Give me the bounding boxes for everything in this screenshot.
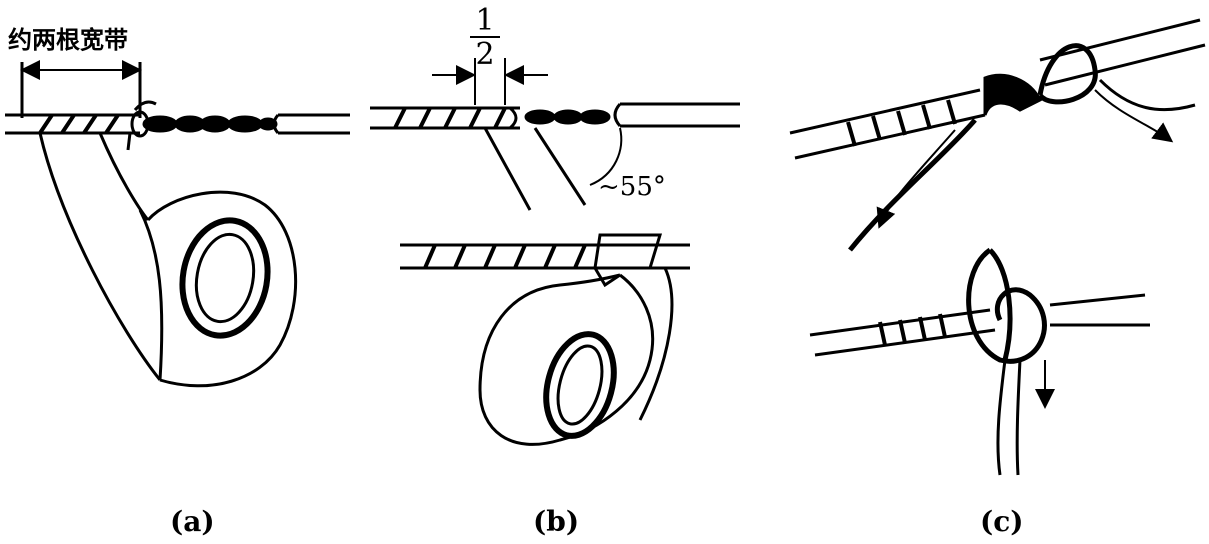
- tape-c2-hatching: [878, 313, 947, 346]
- fraction-numerator: 1: [475, 3, 495, 38]
- tape-b-hatching: [393, 107, 507, 129]
- tape-roll-side: [138, 209, 164, 381]
- tape-roll-inner-hole: [194, 232, 256, 324]
- loop-c: [1037, 43, 1098, 105]
- tape-start-loop: [130, 110, 150, 138]
- caption-b: (b): [533, 505, 580, 538]
- tape-fold-line: [126, 132, 132, 151]
- tape-roll-b-inner-outer: [543, 331, 617, 439]
- wire-c2-right-top: [1049, 293, 1146, 307]
- wrap-direction-arrow: [133, 100, 157, 111]
- tape-roll-b-side: [638, 267, 674, 421]
- tape-c-hatching: [846, 99, 957, 147]
- panel-a: [5, 60, 350, 388]
- caption-a: (a): [170, 505, 215, 538]
- tail-c-right: [1098, 78, 1196, 112]
- tail-c2-right: [1015, 359, 1022, 476]
- panel-a-width-label: 约两根宽带: [8, 25, 128, 54]
- fraction-denominator: 2: [475, 37, 495, 72]
- tape-b2-overlap: [593, 233, 663, 270]
- angle-arc: [589, 127, 623, 186]
- tape-strip-left-edge: [38, 132, 162, 381]
- tape-strip-right-edge: [98, 132, 150, 221]
- tail-c-arrow: [1094, 89, 1174, 143]
- tape-b-strip-right: [533, 127, 587, 206]
- panel-c: [789, 18, 1206, 476]
- tail-c2-left: [996, 359, 1007, 476]
- tape-roll-outer: [146, 190, 298, 388]
- wire-c-right-bottom: [1044, 43, 1206, 87]
- wrapped-end-c: [983, 73, 1043, 116]
- caption-c: (c): [980, 505, 1024, 538]
- twisted-joint-b: [524, 109, 611, 125]
- tape-hatching: [38, 113, 120, 135]
- tape-roll-inner-outer: [179, 217, 271, 339]
- knot-loop-c-inner: [988, 248, 1013, 361]
- tape-b-strip-left: [483, 127, 532, 211]
- tape-b-end: [508, 106, 518, 130]
- angle-label: ~55°: [598, 172, 666, 202]
- tape-roll-b-outer: [478, 273, 655, 446]
- wire-c-right-top: [1039, 18, 1201, 62]
- tape-b2-fold: [593, 267, 621, 288]
- strand-c-down: [848, 118, 977, 252]
- panel-b: [370, 36, 740, 446]
- tape-b2-hatching: [423, 244, 587, 269]
- twisted-joint: [142, 115, 278, 133]
- strand-c-arrow: [876, 129, 956, 229]
- wire-b-right-end: [613, 102, 622, 128]
- wire-c-top: [789, 88, 981, 135]
- tape-roll-b-inner-hole: [556, 344, 604, 426]
